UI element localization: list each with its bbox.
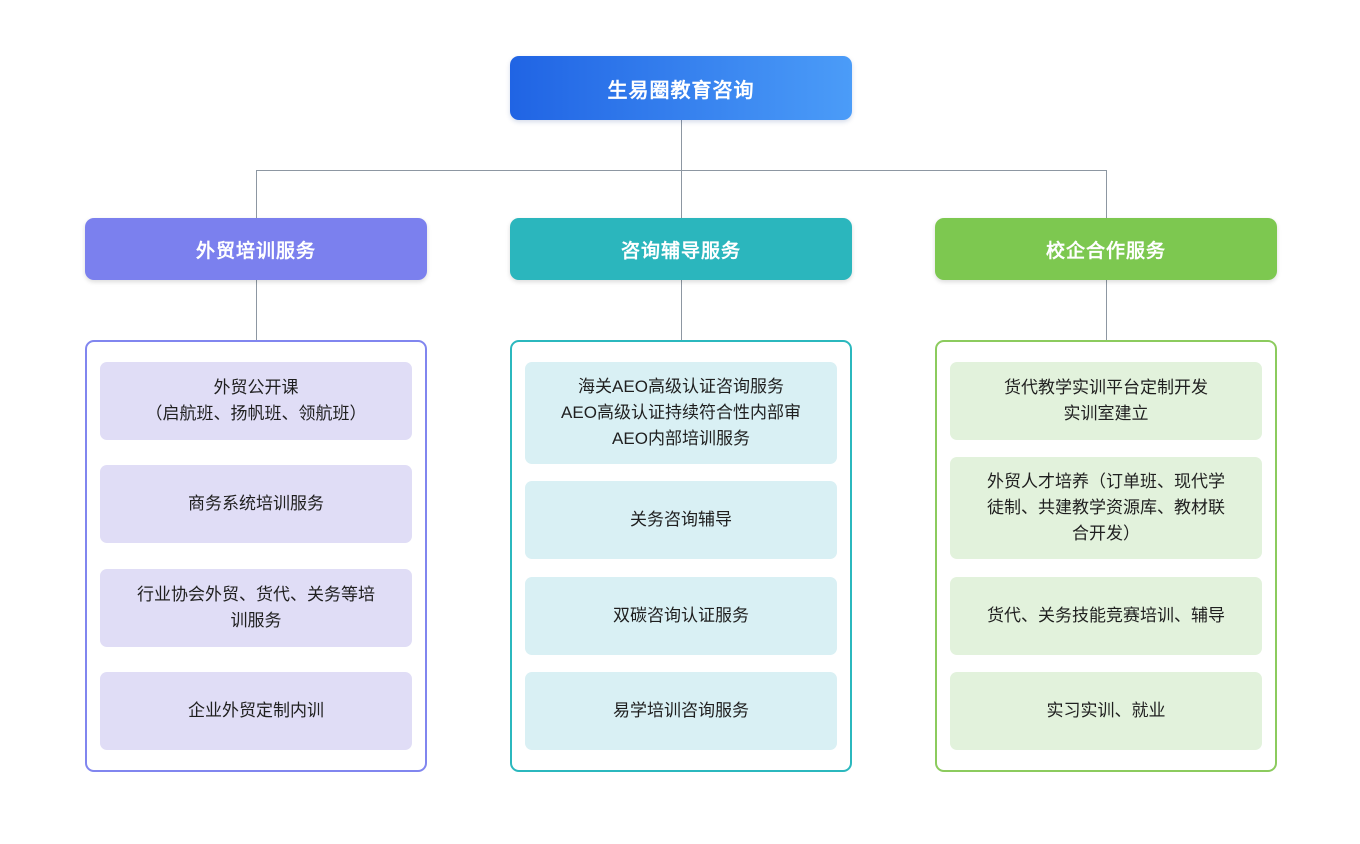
branch-header-label: 外贸培训服务 xyxy=(195,240,316,262)
item-label: 商务系统培训服务 xyxy=(188,494,324,514)
item-label: 双碳咨询认证服务 xyxy=(613,605,749,625)
branch-1-group: 外贸公开课 （启航班、扬帆班、领航班） 商务系统培训服务 行业协会外贸、货代、关… xyxy=(85,340,427,772)
item-label: 外贸公开课 （启航班、扬帆班、领航班） xyxy=(145,378,367,423)
branch-header-school-enterprise[interactable]: 校企合作服务 xyxy=(935,218,1277,280)
branch-2-item-4[interactable]: 易学培训咨询服务 xyxy=(525,671,837,750)
branch-2-group: 海关AEO高级认证咨询服务 AEO高级认证持续符合性内部审 AEO内部培训服务 … xyxy=(510,340,852,772)
branch-3-item-2[interactable]: 外贸人才培养（订单班、现代学 徒制、共建教学资源库、教材联 合开发） xyxy=(950,457,1262,560)
root-node[interactable]: 生易圈教育咨询 xyxy=(510,56,852,120)
item-label: 行业协会外贸、货代、关务等培 训服务 xyxy=(137,584,375,630)
connector-drop-branch-3 xyxy=(1106,170,1107,218)
item-label: 海关AEO高级认证咨询服务 AEO高级认证持续符合性内部审 AEO内部培训服务 xyxy=(561,377,801,448)
connector-branch-2-group xyxy=(681,280,682,340)
branch-header-label: 校企合作服务 xyxy=(1045,240,1166,262)
branch-1-item-1[interactable]: 外贸公开课 （启航班、扬帆班、领航班） xyxy=(100,362,412,440)
item-label: 外贸人才培养（订单班、现代学 徒制、共建教学资源库、教材联 合开发） xyxy=(987,472,1225,544)
connector-branch-1-group xyxy=(256,280,257,340)
item-label: 实习实训、就业 xyxy=(1046,700,1166,720)
branch-2-item-1[interactable]: 海关AEO高级认证咨询服务 AEO高级认证持续符合性内部审 AEO内部培训服务 xyxy=(525,362,837,464)
branch-header-label: 咨询辅导服务 xyxy=(620,240,741,262)
branch-3-group: 货代教学实训平台定制开发 实训室建立 外贸人才培养（订单班、现代学 徒制、共建教… xyxy=(935,340,1277,772)
branch-3-item-1[interactable]: 货代教学实训平台定制开发 实训室建立 xyxy=(950,362,1262,440)
item-label: 易学培训咨询服务 xyxy=(613,700,749,720)
connector-branch-3-group xyxy=(1106,280,1107,340)
item-label: 货代教学实训平台定制开发 实训室建立 xyxy=(1004,378,1208,423)
branch-3-item-3[interactable]: 货代、关务技能竞赛培训、辅导 xyxy=(950,576,1262,655)
item-label: 企业外贸定制内训 xyxy=(188,700,324,720)
connector-drop-branch-1 xyxy=(256,170,257,218)
branch-1-item-3[interactable]: 行业协会外贸、货代、关务等培 训服务 xyxy=(100,568,412,647)
branch-header-foreign-trade-training[interactable]: 外贸培训服务 xyxy=(85,218,427,280)
branch-header-consulting-coaching[interactable]: 咨询辅导服务 xyxy=(510,218,852,280)
branch-2-item-2[interactable]: 关务咨询辅导 xyxy=(525,481,837,560)
branch-3-item-4[interactable]: 实习实训、就业 xyxy=(950,671,1262,750)
connector-drop-branch-2 xyxy=(681,170,682,218)
connector-root-drop xyxy=(681,120,682,170)
branch-1-item-4[interactable]: 企业外贸定制内训 xyxy=(100,671,412,750)
branch-2-item-3[interactable]: 双碳咨询认证服务 xyxy=(525,576,837,655)
root-node-label: 生易圈教育咨询 xyxy=(607,79,755,102)
branch-1-item-2[interactable]: 商务系统培训服务 xyxy=(100,465,412,544)
item-label: 关务咨询辅导 xyxy=(630,510,732,530)
item-label: 货代、关务技能竞赛培训、辅导 xyxy=(987,605,1225,625)
